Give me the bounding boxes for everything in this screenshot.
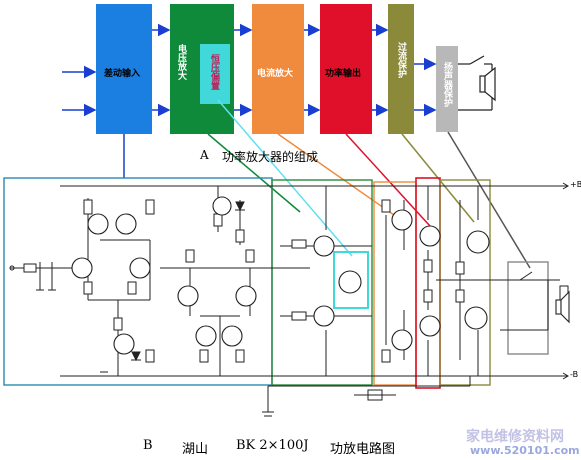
- caption-b-letter: B: [143, 438, 153, 453]
- overcurrent-label: 过流保护: [396, 42, 406, 78]
- caption-a-letter: A: [200, 148, 209, 162]
- caption-b-text: 功放电路图: [330, 442, 396, 457]
- transistors: [71, 196, 490, 355]
- resistors: [23, 199, 569, 363]
- caption-b-brand: 湖山: [182, 442, 209, 457]
- current-amp-label: 电流放大: [257, 69, 294, 79]
- speaker-protection-block: 扬声器保护: [436, 46, 458, 132]
- bias-label: 恒压偏置: [209, 54, 219, 90]
- power-out-label: 功率输出: [325, 69, 362, 79]
- watermark-cn: 家电维修资料网: [466, 429, 564, 445]
- overcurrent-block: 过流保护: [388, 4, 414, 134]
- region-boxes: [3, 177, 549, 389]
- speaker-protection-label: 扬声器保护: [442, 62, 452, 107]
- current-amp-block: 电流放大: [252, 4, 304, 134]
- bottom-speaker: [555, 290, 570, 324]
- voltage-amp-block: 电压放大 恒压偏置: [170, 4, 234, 134]
- signal-arrows: [62, 23, 437, 117]
- mapping-lines: [123, 99, 531, 269]
- voltage-amp-label: 电压放大: [176, 44, 186, 80]
- power-out-block: 功率输出: [320, 4, 372, 134]
- diff-input-label: 差动输入: [104, 69, 141, 79]
- diodes-caps: [36, 201, 245, 373]
- caption-a-text: 功率放大器的组成: [222, 150, 319, 164]
- watermark-url: www.520101.com: [470, 444, 580, 457]
- pos-rail-label: +B: [570, 180, 581, 189]
- bias-block: 恒压偏置: [200, 44, 230, 104]
- power-rails: [60, 182, 569, 417]
- neg-rail-label: -B: [570, 370, 579, 379]
- input-marker: [9, 265, 15, 271]
- diff-input-block: 差动输入: [96, 4, 152, 134]
- top-speaker: [458, 55, 496, 111]
- caption-b-model: BK 2×100J: [236, 438, 309, 453]
